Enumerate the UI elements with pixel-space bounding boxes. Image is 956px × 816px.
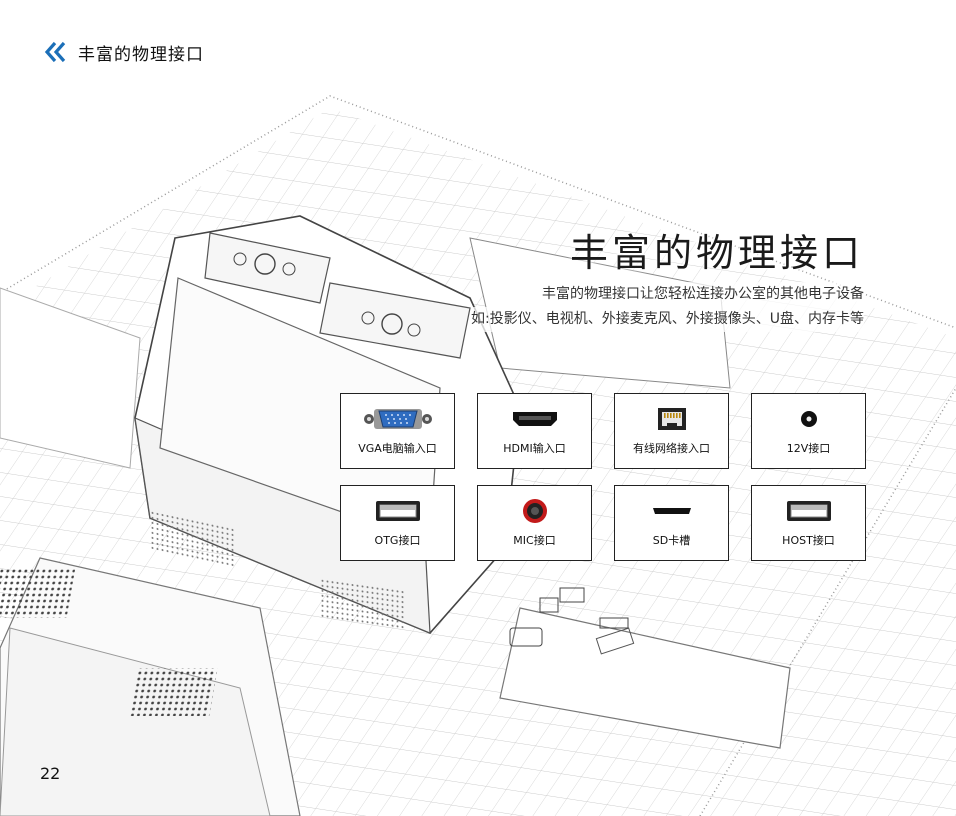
dc-power-port-icon [799,406,819,432]
port-card-12v: 12V接口 [751,393,866,469]
port-card-otg: OTG接口 [340,485,455,561]
port-label: SD卡槽 [652,534,691,547]
section-header: 丰富的物理接口 [44,38,204,66]
port-card-sd: SD卡槽 [614,485,729,561]
port-label: HOST接口 [782,534,835,547]
hdmi-port-icon [511,406,559,432]
port-grid: VGA电脑输入口 HDMI输入口 有线网络接入口 [340,393,868,561]
port-card-host: HOST接口 [751,485,866,561]
vga-port-icon [362,406,434,432]
port-label: HDMI输入口 [503,442,566,455]
mic-port-icon [522,498,548,524]
port-card-hdmi: HDMI输入口 [477,393,592,469]
ethernet-port-icon [657,406,687,432]
usb-host-port-icon [786,498,832,524]
page-number: 22 [40,764,61,783]
sd-slot-icon [652,498,692,524]
hero-desc-line-1: 丰富的物理接口让您轻松连接办公室的其他电子设备 [542,282,864,307]
hero-description: 丰富的物理接口让您轻松连接办公室的其他电子设备 如:投影仪、电视机、外接麦克风、… [471,282,864,332]
port-label: 有线网络接入口 [633,442,710,455]
port-label: VGA电脑输入口 [358,442,437,455]
double-chevron-left-icon [44,41,66,63]
port-label: MIC接口 [513,534,556,547]
hero-desc-line-2: 如:投影仪、电视机、外接麦克风、外接摄像头、U盘、内存卡等 [471,307,864,332]
port-label: 12V接口 [786,442,831,455]
hero-title: 丰富的物理接口 [569,231,864,275]
port-label: OTG接口 [374,534,421,547]
section-title: 丰富的物理接口 [78,44,204,65]
port-card-mic: MIC接口 [477,485,592,561]
usb-otg-port-icon [375,498,421,524]
port-card-ethernet: 有线网络接入口 [614,393,729,469]
port-card-vga: VGA电脑输入口 [340,393,455,469]
